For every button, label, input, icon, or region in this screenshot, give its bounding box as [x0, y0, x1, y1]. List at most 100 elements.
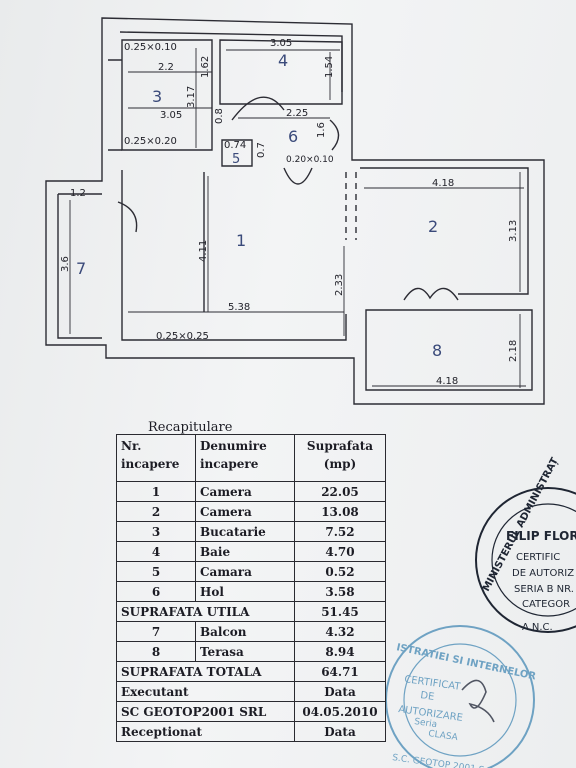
room3-wall: [121, 39, 213, 151]
row-area: 4.70: [294, 541, 386, 562]
receptionat-label: Receptionat: [116, 721, 295, 742]
door-arc-bottom: [283, 167, 313, 185]
suprafata-utila-value: 51.45: [294, 601, 386, 622]
room-label-6: 6: [288, 127, 298, 146]
certificate-stamp-line-4: Seria: [414, 717, 438, 730]
header-denumire: Denumire incapere: [195, 434, 295, 482]
room-label-3: 3: [152, 87, 162, 106]
dim-22: 2.2: [158, 62, 174, 73]
row-area: 7.52: [294, 521, 386, 542]
table-row: 8 Terasa 8.94: [116, 641, 386, 662]
table-row: 3 Bucatarie 7.52: [116, 521, 386, 542]
ministry-stamp-line-4: CATEGOR: [522, 599, 570, 610]
dim-305-top: 3.05: [270, 38, 292, 49]
dim-305-mid: 3.05: [160, 110, 182, 121]
header-suprafata: Suprafata (mp): [294, 434, 386, 482]
row-nr: 5: [116, 561, 196, 582]
dim-418-top: 4.18: [432, 178, 454, 189]
ministry-stamp-line-1: CERTIFIC: [516, 552, 560, 563]
room-label-8: 8: [432, 341, 442, 360]
row-name: Balcon: [195, 621, 295, 642]
dim-12: 1.2: [70, 188, 86, 199]
ministry-stamp: MINISTERUL ADMINISTRAȚ FILIP FLOR CERTIF…: [475, 456, 576, 633]
dim-313: 3.13: [508, 220, 519, 242]
table-row: 2 Camera 13.08: [116, 501, 386, 522]
row-area: 4.32: [294, 621, 386, 642]
dim-08: 0.8: [214, 108, 225, 124]
dim-16: 1.6: [316, 122, 327, 138]
firm-row: SC GEOTOP2001 SRL 04.05.2010: [116, 701, 386, 722]
dim-020-010: 0.20×0.10: [286, 155, 334, 165]
suprafata-utila-row: SUPRAFATA UTILA 51.45: [116, 601, 386, 622]
suprafata-totala-label: SUPRAFATA TOTALA: [116, 661, 295, 682]
door-arc-balcony: [117, 201, 138, 233]
receptionat-row: Receptionat Data: [116, 721, 386, 742]
door-arc-terrace: [403, 287, 459, 301]
firm-label: SC GEOTOP2001 SRL: [116, 701, 295, 722]
row-name: Camara: [195, 561, 295, 582]
dim-162: 1.62: [200, 56, 211, 78]
ministry-stamp-name: FILIP FLOR: [506, 529, 576, 543]
dim-025-020: 0.25×0.20: [124, 136, 177, 147]
table-row: 7 Balcon 4.32: [116, 621, 386, 642]
suprafata-totala-row: SUPRAFATA TOTALA 64.71: [116, 661, 386, 682]
room-label-1: 1: [236, 231, 246, 250]
dim-418-bottom: 4.18: [436, 376, 458, 387]
room4-wall: [219, 39, 343, 105]
table-row: 5 Camara 0.52: [116, 561, 386, 582]
dim-225: 2.25: [286, 108, 308, 119]
ministry-stamp-bottom: A.N.C.: [522, 622, 553, 633]
dim-07: 0.7: [256, 142, 267, 158]
inner-wall-room1: [121, 170, 347, 341]
row-nr: 6: [116, 581, 196, 602]
balcony-wall: [57, 193, 102, 339]
inner-wall-room2: [360, 167, 529, 295]
ministry-stamp-line-2: DE AUTORIZ: [512, 568, 574, 579]
table-row: 4 Baie 4.70: [116, 541, 386, 562]
row-nr: 8: [116, 641, 196, 662]
row-nr: 3: [116, 521, 196, 542]
dim-36: 3.6: [60, 256, 71, 272]
signature-mark: [461, 679, 495, 723]
certificate-stamp: ISTRATIEI SI INTERNELOR CERTIFICAT DE AU…: [385, 625, 537, 768]
suprafata-totala-value: 64.71: [294, 661, 386, 682]
row-name: Baie: [195, 541, 295, 562]
dim-218: 2.18: [508, 340, 519, 362]
row-name: Hol: [195, 581, 295, 602]
certificate-stamp-line-1: CERTIFICAT: [404, 674, 462, 693]
row-name: Camera: [195, 501, 295, 522]
room-label-5: 5: [232, 152, 240, 167]
executant-value: Data: [294, 681, 386, 702]
certificate-stamp-line-2: DE: [420, 690, 435, 703]
row-name: Bucatarie: [195, 521, 295, 542]
dim-154: 1.54: [324, 56, 335, 78]
ministry-stamp-line-3: SERIA B NR.: [514, 584, 574, 595]
recap-header-row: Nr. incapere Denumire incapere Suprafata…: [116, 434, 386, 482]
door-arc-right: [329, 119, 340, 151]
table-row: 6 Hol 3.58: [116, 581, 386, 602]
row-nr: 2: [116, 501, 196, 522]
dim-233: 2.33: [334, 274, 345, 296]
room5-wall: [221, 139, 253, 167]
door-arc-top: [231, 96, 285, 121]
certificate-stamp-line-5: CLASA: [428, 729, 460, 743]
row-nr: 4: [116, 541, 196, 562]
certificate-stamp-bottom: S.C. GEOTOP 2001 S.R.L.: [392, 753, 505, 768]
row-name: Camera: [195, 481, 295, 502]
recap-table: Nr. incapere Denumire incapere Suprafata…: [116, 434, 386, 742]
room-label-4: 4: [278, 51, 288, 70]
executant-label: Executant: [116, 681, 295, 702]
row-area: 0.52: [294, 561, 386, 582]
dim-411: 4.11: [198, 240, 209, 262]
dim-025-010: 0.25×0.10: [124, 42, 177, 53]
suprafata-utila-label: SUPRAFATA UTILA: [116, 601, 295, 622]
executant-row: Executant Data: [116, 681, 386, 702]
row-name: Terasa: [195, 641, 295, 662]
room-label-2: 2: [428, 217, 438, 236]
recap-title: Recapitulare: [148, 420, 233, 435]
room-label-7: 7: [76, 259, 86, 278]
row-area: 22.05: [294, 481, 386, 502]
dim-538: 5.38: [228, 302, 250, 313]
row-nr: 7: [116, 621, 196, 642]
